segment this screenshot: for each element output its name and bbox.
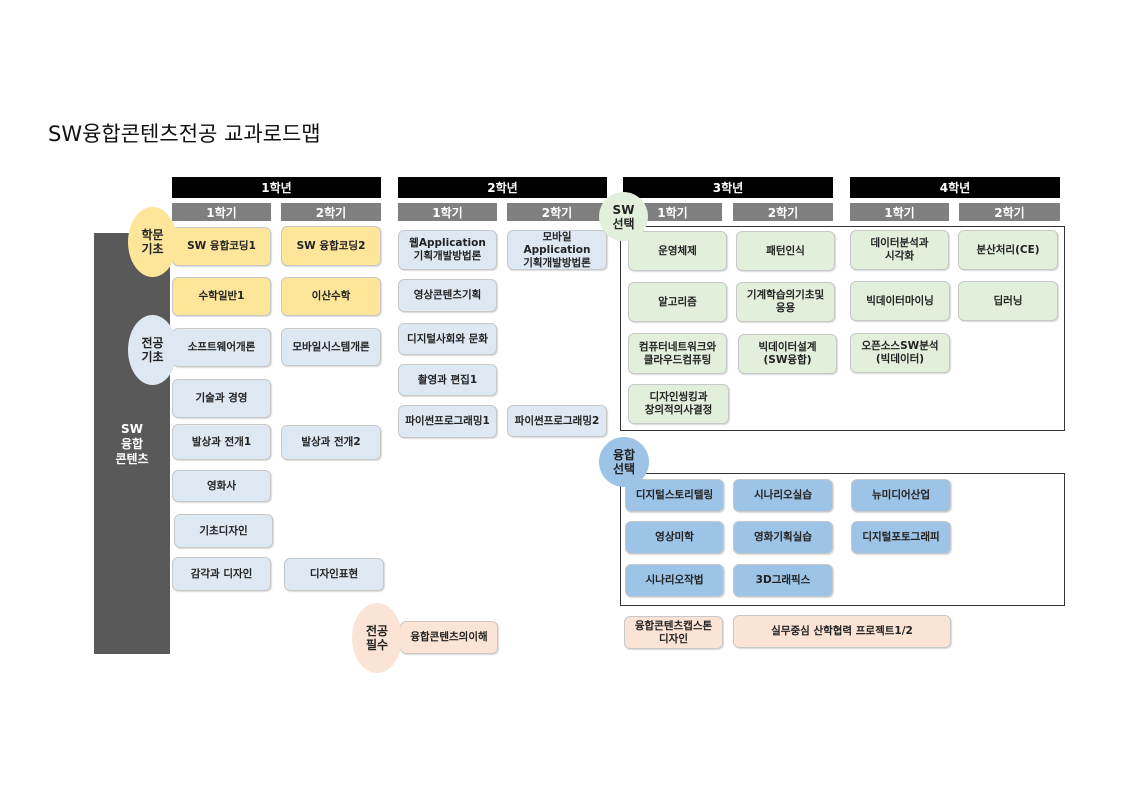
course-box[interactable]: 빅데이터설계 (SW융합) bbox=[738, 334, 837, 374]
course-box[interactable]: 융합콘텐츠의이해 bbox=[400, 621, 498, 654]
sw-elective-frame bbox=[620, 226, 1065, 431]
course-box[interactable]: 융합콘텐츠캡스톤 디자인 bbox=[624, 616, 723, 649]
course-box[interactable]: 영화사 bbox=[172, 470, 271, 502]
course-box[interactable]: 파이썬프로그래밍2 bbox=[507, 405, 607, 437]
course-box[interactable]: 디지털사회와 문화 bbox=[398, 323, 497, 355]
course-box[interactable]: 디자인씽킹과 창의적의사결정 bbox=[628, 384, 729, 424]
course-box[interactable]: 패턴인식 bbox=[736, 231, 835, 271]
course-box[interactable]: 영화기획실습 bbox=[733, 521, 833, 554]
side-category-label: SW 융합 콘텐츠 bbox=[115, 422, 149, 466]
course-box[interactable]: 알고리즘 bbox=[628, 282, 727, 322]
semester-header: 1학기 bbox=[398, 203, 497, 221]
semester-header: 1학기 bbox=[850, 203, 949, 221]
page-title: SW융합콘텐츠전공 교과로드맵 bbox=[48, 122, 321, 146]
course-box[interactable]: 데이터분석과 시각화 bbox=[850, 230, 949, 270]
category-major-basic: 전공 기초 bbox=[128, 315, 177, 385]
course-box[interactable]: 시나리오작법 bbox=[625, 564, 724, 597]
course-box[interactable]: 영상미학 bbox=[625, 521, 724, 554]
semester-header: 2학기 bbox=[733, 203, 833, 221]
semester-header: 1학기 bbox=[172, 203, 271, 221]
year-header-1: 1학년 bbox=[172, 177, 381, 198]
course-box[interactable]: 영상콘텐츠기획 bbox=[398, 279, 497, 312]
course-box[interactable]: 시나리오실습 bbox=[733, 479, 833, 512]
semester-header: 2학기 bbox=[281, 203, 381, 221]
course-box[interactable]: 기술과 경영 bbox=[172, 379, 271, 418]
category-major-required: 전공 필수 bbox=[352, 603, 402, 673]
course-box[interactable]: SW 융합코딩2 bbox=[281, 226, 381, 266]
course-box[interactable]: 오픈소스SW분석 (빅데이터) bbox=[850, 333, 950, 373]
course-box[interactable]: 디지털스토리텔링 bbox=[625, 479, 724, 512]
course-box[interactable]: 디자인표현 bbox=[284, 558, 384, 591]
side-category-bar bbox=[94, 233, 170, 654]
course-box[interactable]: 기계학습의기초및 응용 bbox=[736, 282, 835, 322]
semester-header: 2학기 bbox=[959, 203, 1060, 221]
course-box[interactable]: 웹Application 기획개발방법론 bbox=[398, 230, 497, 270]
year-header-3: 3학년 bbox=[623, 177, 833, 198]
year-header-2: 2학년 bbox=[398, 177, 607, 198]
course-box[interactable]: 운영체제 bbox=[628, 231, 727, 271]
course-box[interactable]: 모바일 Application 기획개발방법론 bbox=[507, 230, 607, 270]
fusion-elective-frame bbox=[620, 473, 1065, 606]
semester-header: 2학기 bbox=[507, 203, 607, 221]
course-box[interactable]: 컴퓨터네트워크와 클라우드컴퓨팅 bbox=[628, 333, 727, 374]
category-academic-basic: 학문 기초 bbox=[128, 207, 177, 277]
year-header-4: 4학년 bbox=[850, 177, 1060, 198]
category-sw-elective: SW 선택 bbox=[599, 192, 648, 241]
course-box[interactable]: 디지털포토그래피 bbox=[851, 521, 951, 554]
course-box[interactable]: 딥러닝 bbox=[958, 281, 1058, 321]
course-box[interactable]: 감각과 디자인 bbox=[172, 557, 271, 591]
course-box[interactable]: 빅데이터마이닝 bbox=[850, 281, 950, 321]
course-box[interactable]: 모바일시스템개론 bbox=[281, 328, 381, 366]
course-box[interactable]: SW 융합코딩1 bbox=[172, 227, 271, 266]
course-box[interactable]: 발상과 전개1 bbox=[172, 424, 271, 460]
category-fusion-elective: 융합 선택 bbox=[599, 437, 649, 487]
course-box[interactable]: 분산처리(CE) bbox=[958, 230, 1058, 270]
course-box[interactable]: 뉴미디어산업 bbox=[851, 479, 951, 512]
course-box[interactable]: 촬영과 편집1 bbox=[398, 364, 497, 396]
course-box[interactable]: 실무중심 산학협력 프로젝트1/2 bbox=[733, 615, 951, 648]
course-box[interactable]: 파이썬프로그래밍1 bbox=[398, 405, 497, 438]
course-box[interactable]: 소프트웨어개론 bbox=[172, 328, 271, 367]
course-box[interactable]: 이산수학 bbox=[281, 277, 381, 316]
course-box[interactable]: 3D그래픽스 bbox=[733, 564, 833, 597]
course-box[interactable]: 발상과 전개2 bbox=[281, 425, 381, 460]
course-box[interactable]: 수학일반1 bbox=[172, 277, 271, 316]
course-box[interactable]: 기초디자인 bbox=[174, 514, 273, 548]
